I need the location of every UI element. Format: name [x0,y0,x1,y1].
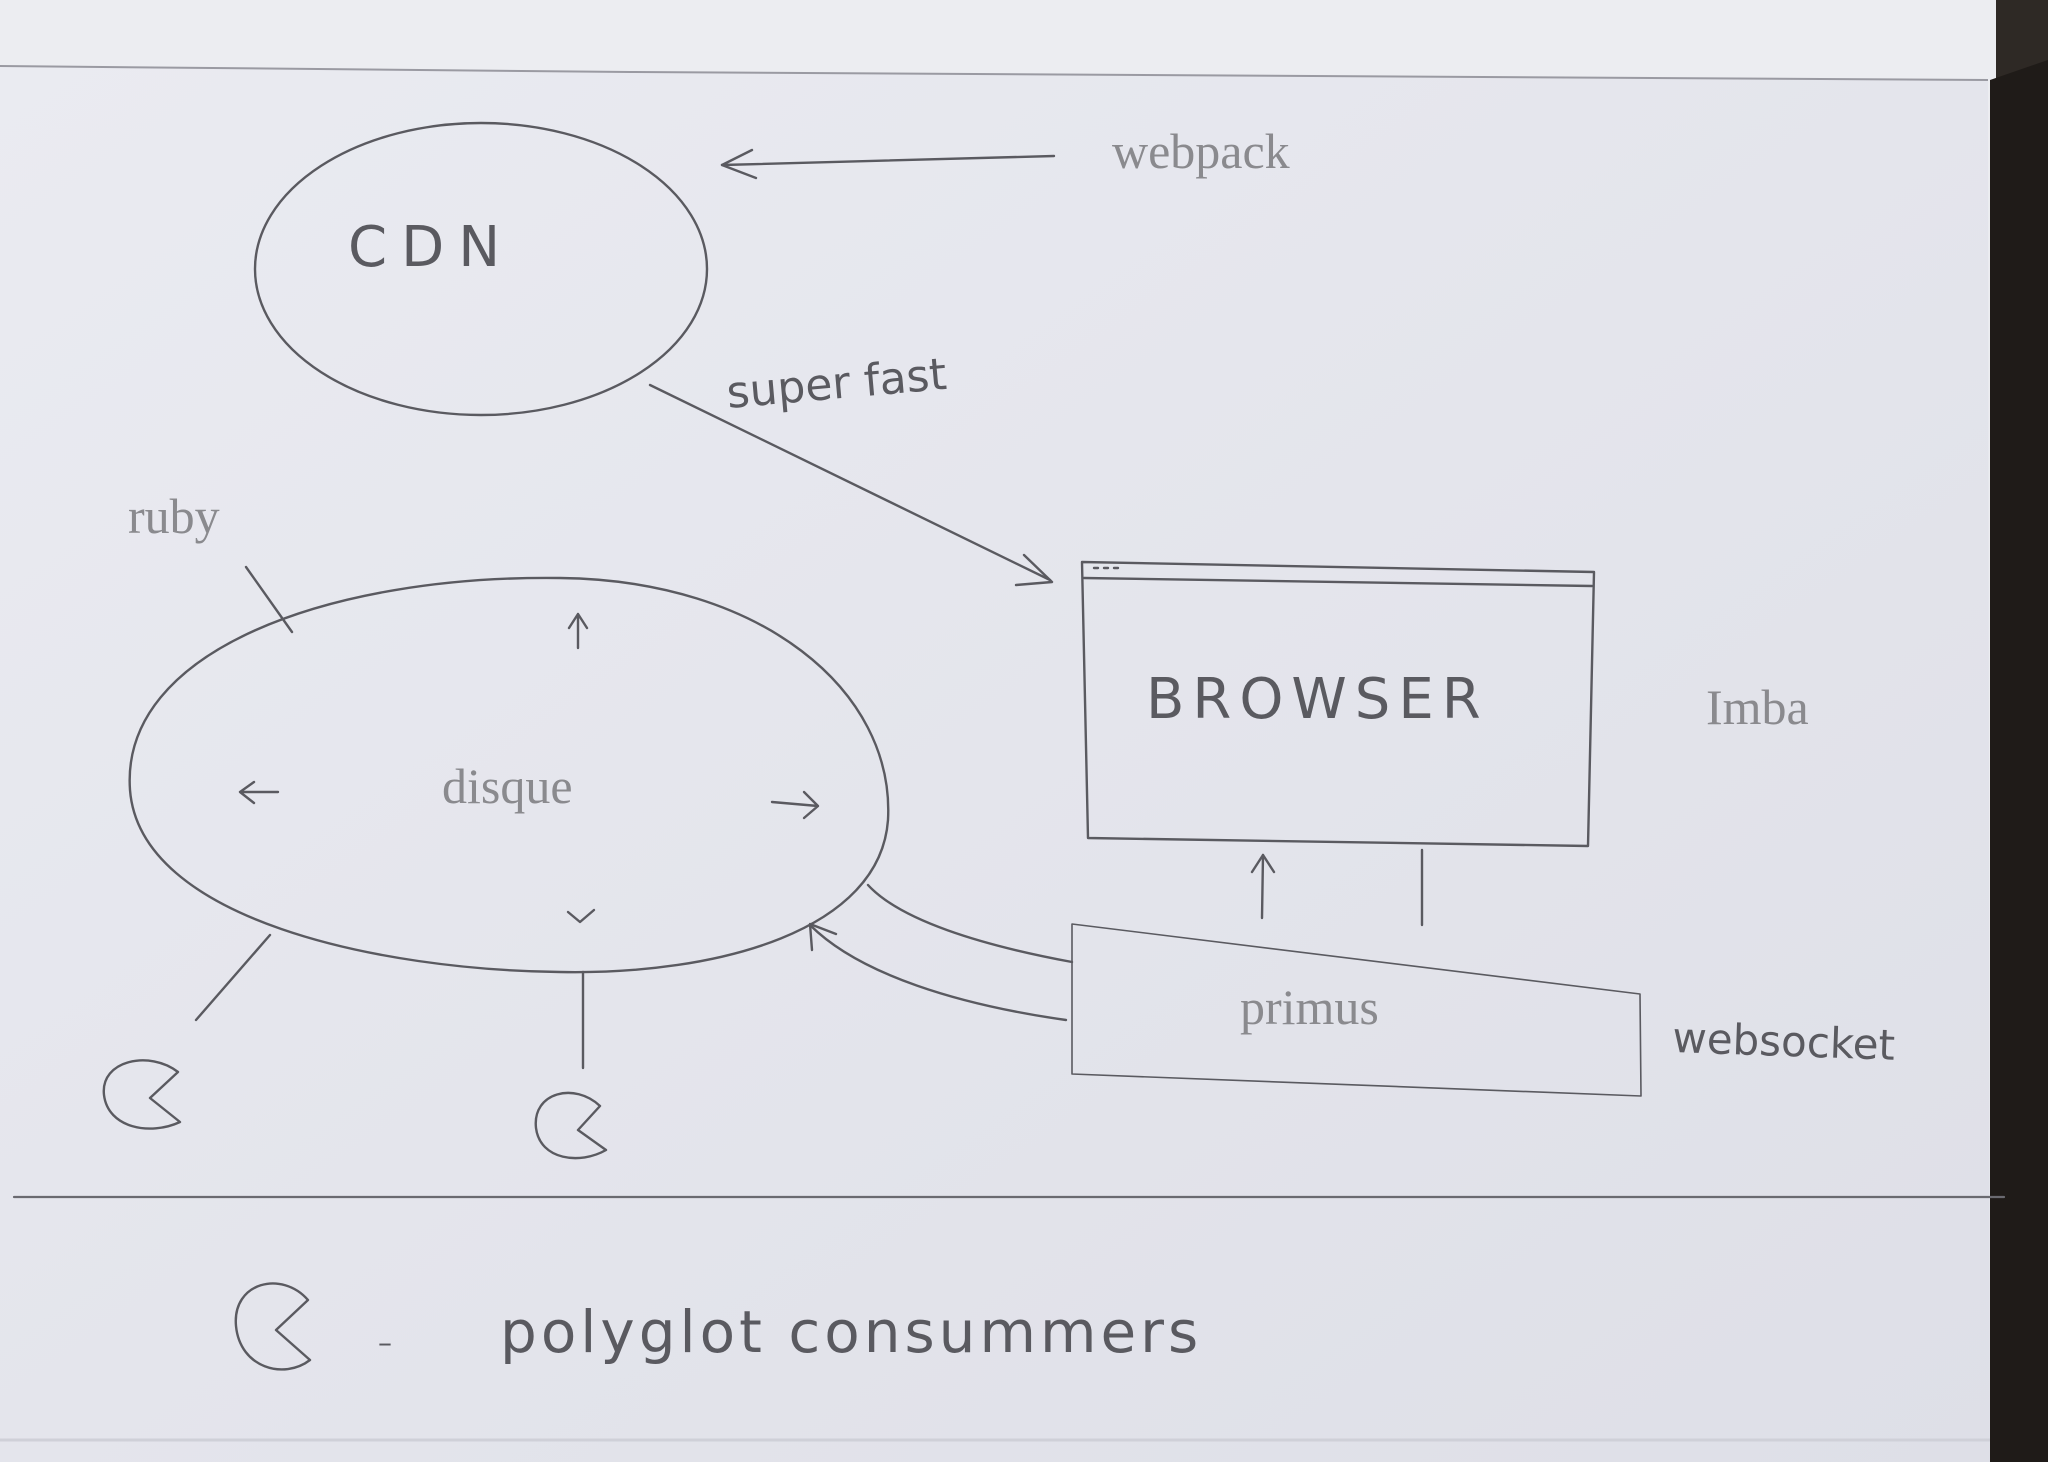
paper-page [0,66,1990,1462]
webpack-arrowhead [720,148,758,180]
consumer-pacman-icon-center [534,1091,608,1160]
consumer-pacman-icon-left [102,1059,182,1130]
primus-to-browser-arrowhead [1250,853,1276,874]
primus-node-outline [1071,923,1642,1097]
disque-down-mark [566,908,596,924]
primus-to-browser-arrow [1260,853,1265,920]
browser-title-bar [1082,576,1594,588]
disque-right-arrow [770,790,820,820]
disque-node-outline [128,576,890,974]
legend-pacman-icon [234,1282,312,1371]
ruby-pointer-line [244,565,294,634]
browser-node-label: BROWSER [1146,667,1489,732]
disque-up-arrow [567,612,589,650]
imba-annotation: Imba [1706,679,1809,735]
legend-text: polyglot consummers [500,1298,1202,1366]
cdn-node-outline [253,121,709,417]
consumer-line-left [194,933,272,1022]
page-edge [0,65,1989,81]
browser-node-outline [1080,560,1596,848]
websocket-annotation: websocket [1672,1013,1896,1070]
legend-dash: – [378,1326,392,1359]
primus-to-disque-line [866,883,1074,964]
disque-return-arrowhead [808,922,838,952]
primus-node-label: primus [1240,979,1379,1035]
notebook-spine [1990,60,2048,1462]
disque-node-label: disque [442,758,573,814]
webpack-annotation: webpack [1112,123,1290,179]
ruby-annotation: ruby [128,488,220,544]
disque-left-arrow [238,780,280,805]
webpack-arrow-line [720,154,1056,167]
super-fast-arrow-line [648,383,1052,582]
disque-return-line [808,923,1068,1022]
cdn-node-label: CDN [348,215,514,280]
super-fast-arrowhead [1014,553,1054,587]
